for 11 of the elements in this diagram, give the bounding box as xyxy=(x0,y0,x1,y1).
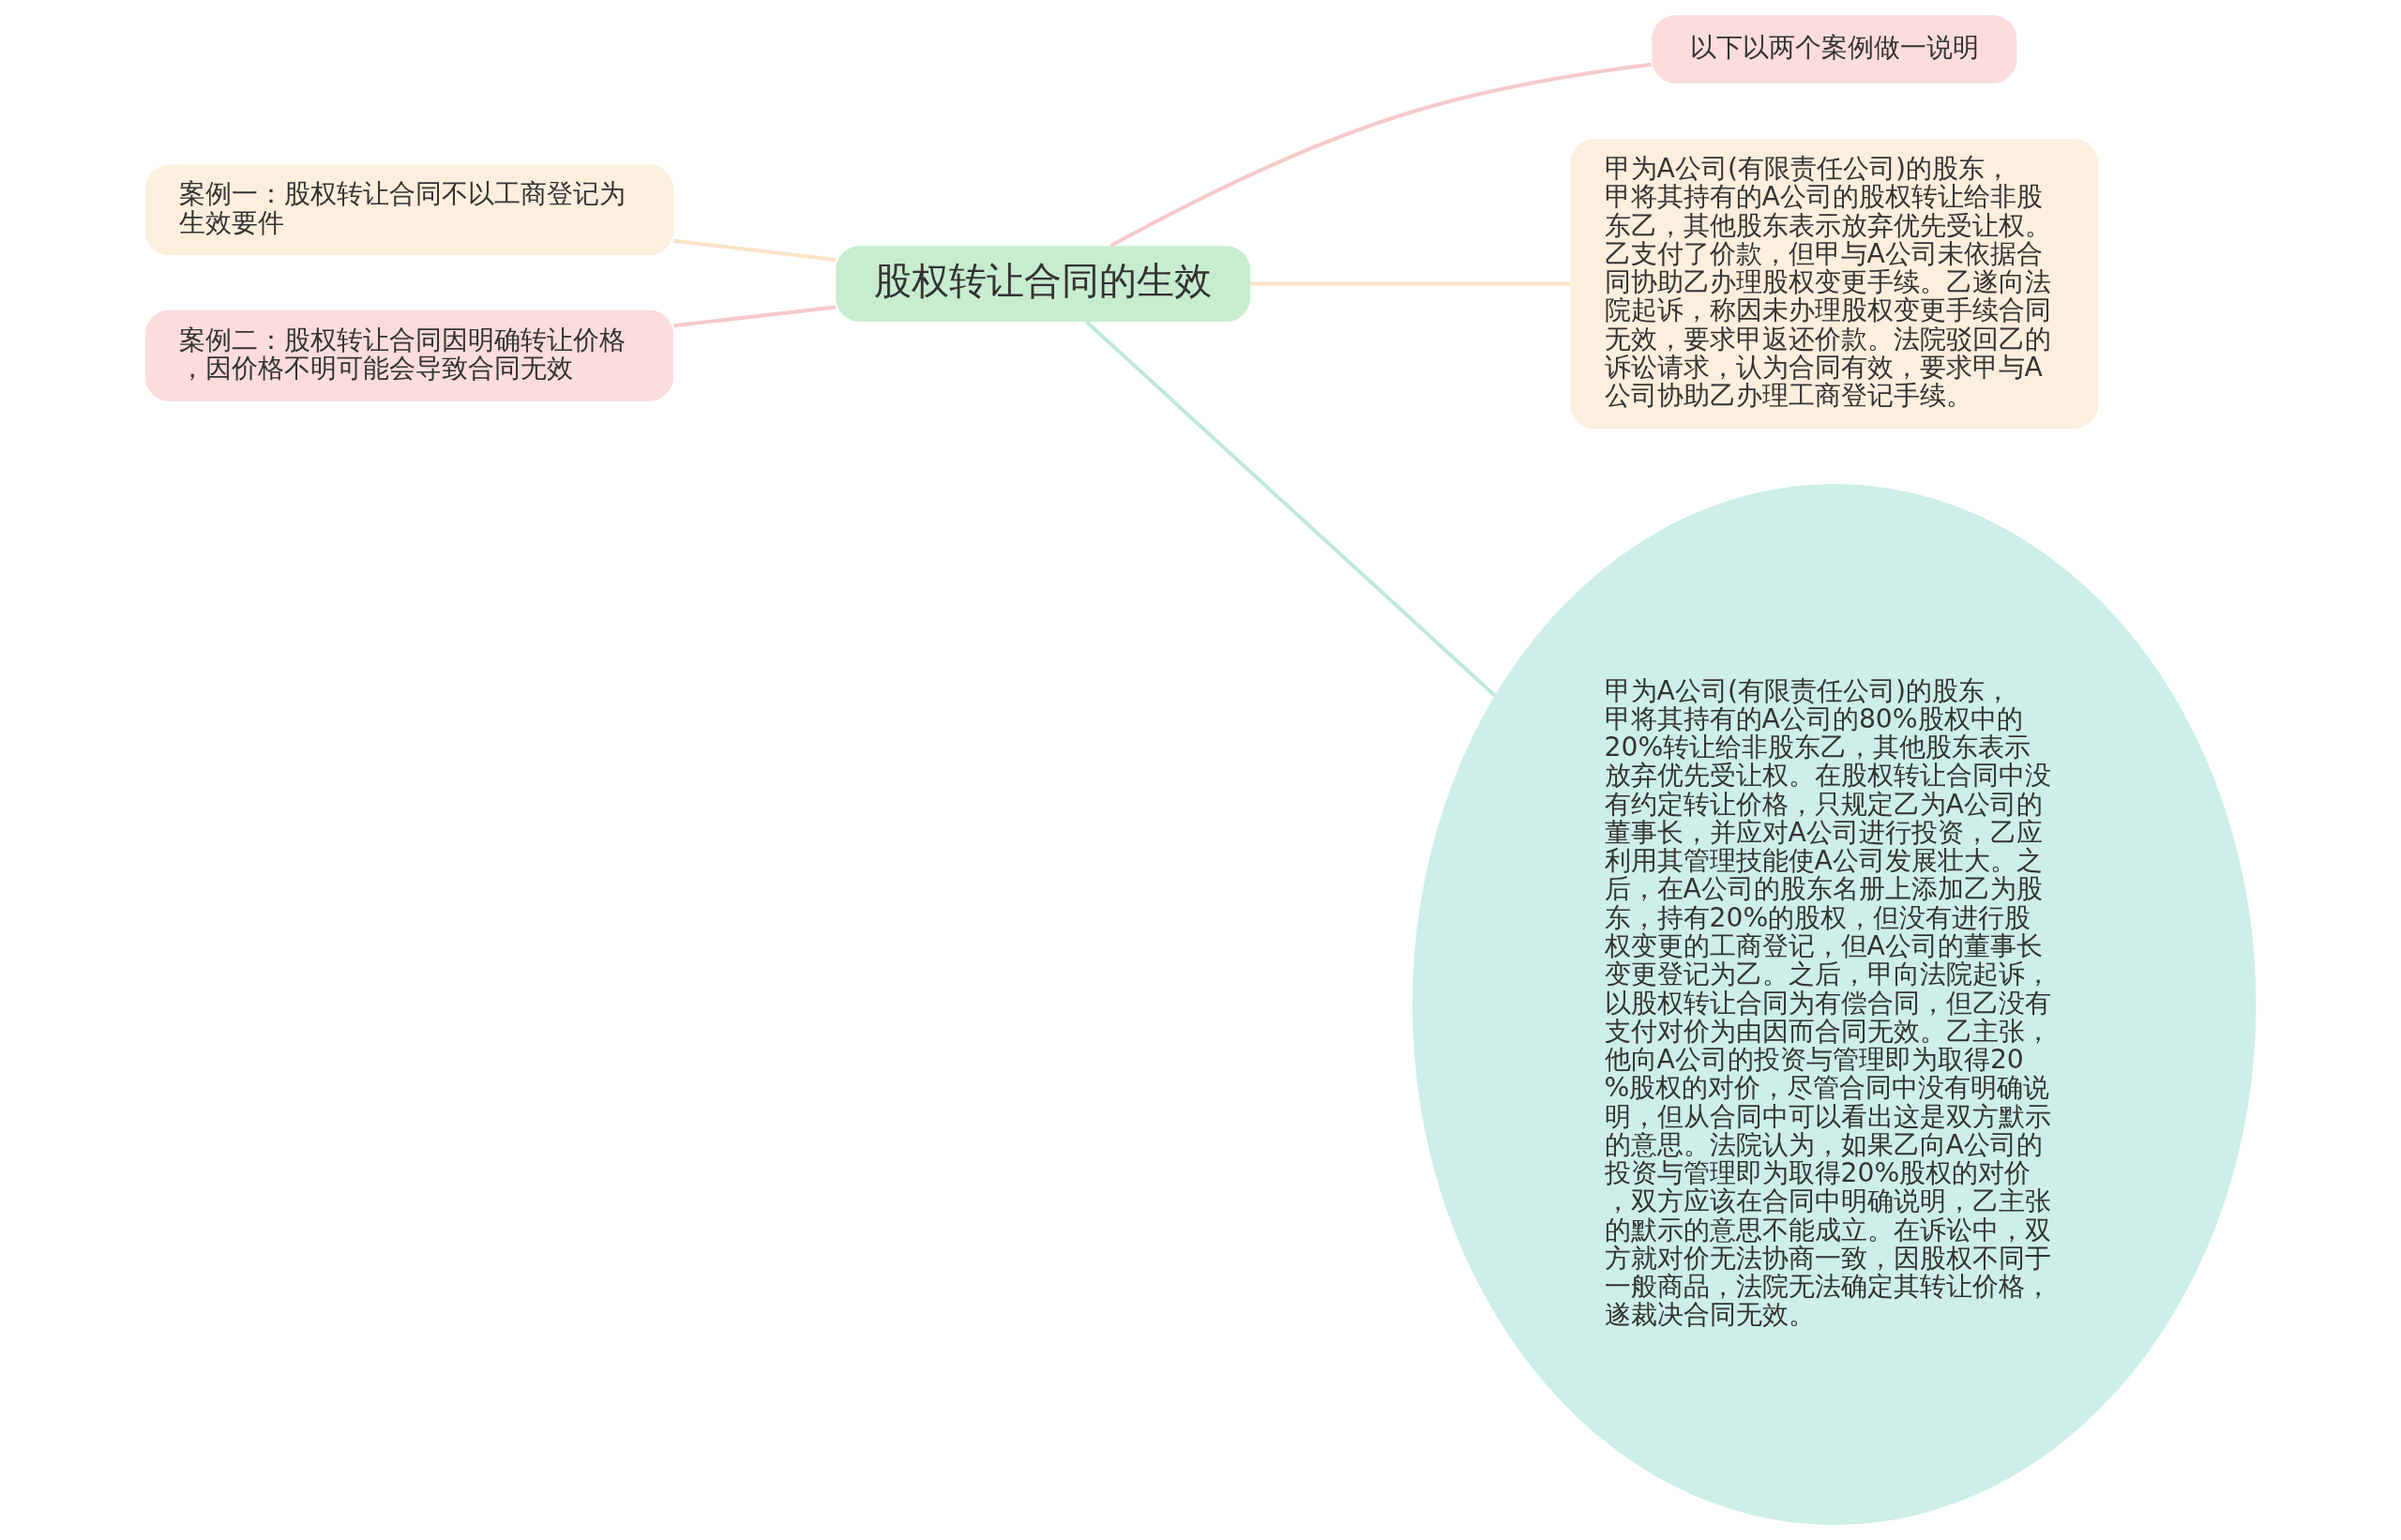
node-box: 甲为A公司(有限责任公司)的股东，甲将其持有的A公司的股权转让给非股东乙，其他股东表示放弃优先受让权。乙支付了价款，但甲与A公司未依据合同协助乙办理股权变更手续。乙遂向法院起诉，称因未办理股权变更手续合同无效，要求甲返还价款。法院驳回乙的诉讼请求，认为合同有效，要求甲与A公司协助乙办理工商登记手续。 xyxy=(1570,139,2099,429)
node-box: 案例一：股权转让合同不以工商登记为生效要件 xyxy=(145,164,673,256)
connector xyxy=(673,238,837,262)
connector xyxy=(1250,281,1571,286)
node-box: 股权转让合同的生效 xyxy=(836,246,1250,322)
node-box: 案例二：股权转让合同因明确转让价格，因价格不明可能会导致合同无效 xyxy=(145,310,673,401)
connector xyxy=(1085,320,1496,697)
connector xyxy=(1110,62,1652,248)
connector xyxy=(673,305,837,328)
node-ellipse: 甲为A公司(有限责任公司)的股东，甲将其持有的A公司的80%股权中的20%转让给非股东乙，其他股东表示放弃优先受让权。在股权转让合同中没有约定转让价格，只规定乙为A公司的董事长，并应对A公司进行投资，乙应利用其管理技能使A公司发展壮大。之后，在A公司的股东名册上添加乙为股东，持有20%的股权，但没有进行股权变更的工商登记，但A公司的董事长变更登记为乙。之后，甲向法院起诉，以股权转让合同为有偿合同，但乙没有支付对价为由因而合同无效。乙主张，他向A公司的投资与管理即为取得20%股权的对价，尽管合同中没有明确说明，但从合同中可以看出这是双方默示的意思。法院认为，如果乙向A公司的投资与管理即为取得20%股权的对价，双方应该在合同中明确说明，乙主张的默示的意思不能成立。在诉讼中，双方就对价无法协商一致，因股权不同于一般商品，法院无法确定其转让价格，遂裁决合同无效。 xyxy=(1412,484,2257,1525)
node-box: 以下以两个案例做一说明 xyxy=(1652,15,2017,83)
